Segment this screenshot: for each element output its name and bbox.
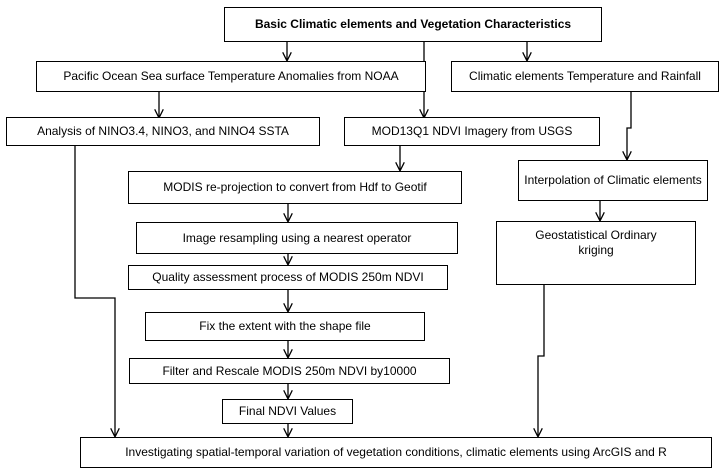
- node-climatic: Climatic elements Temperature and Rainfa…: [451, 61, 719, 92]
- arrow-climatic-to-interpolation: [627, 92, 632, 159]
- node-kriging: Geostatistical Ordinary kriging: [496, 221, 696, 285]
- node-extent: Fix the extent with the shape file: [145, 312, 425, 341]
- node-resampling: Image resampling using a nearest operato…: [136, 222, 458, 254]
- node-reprojection: MODIS re-projection to convert from Hdf …: [128, 171, 462, 204]
- node-quality: Quality assessment process of MODIS 250m…: [128, 265, 448, 290]
- node-title: Basic Climatic elements and Vegetation C…: [224, 7, 602, 42]
- node-mod13q1: MOD13Q1 NDVI Imagery from USGS: [344, 117, 600, 146]
- arrow-kriging-to-investigate: [538, 285, 545, 436]
- node-investigate: Investigating spatial-temporal variation…: [80, 437, 712, 468]
- node-sst: Pacific Ocean Sea surface Temperature An…: [36, 61, 426, 92]
- node-filter: Filter and Rescale MODIS 250m NDVI by100…: [129, 358, 450, 384]
- node-nino: Analysis of NINO3.4, NINO3, and NINO4 SS…: [6, 117, 320, 146]
- arrow-nino-to-investigate: [74, 146, 115, 436]
- node-final: Final NDVI Values: [222, 399, 353, 424]
- node-interpolation: Interpolation of Climatic elements: [518, 160, 708, 201]
